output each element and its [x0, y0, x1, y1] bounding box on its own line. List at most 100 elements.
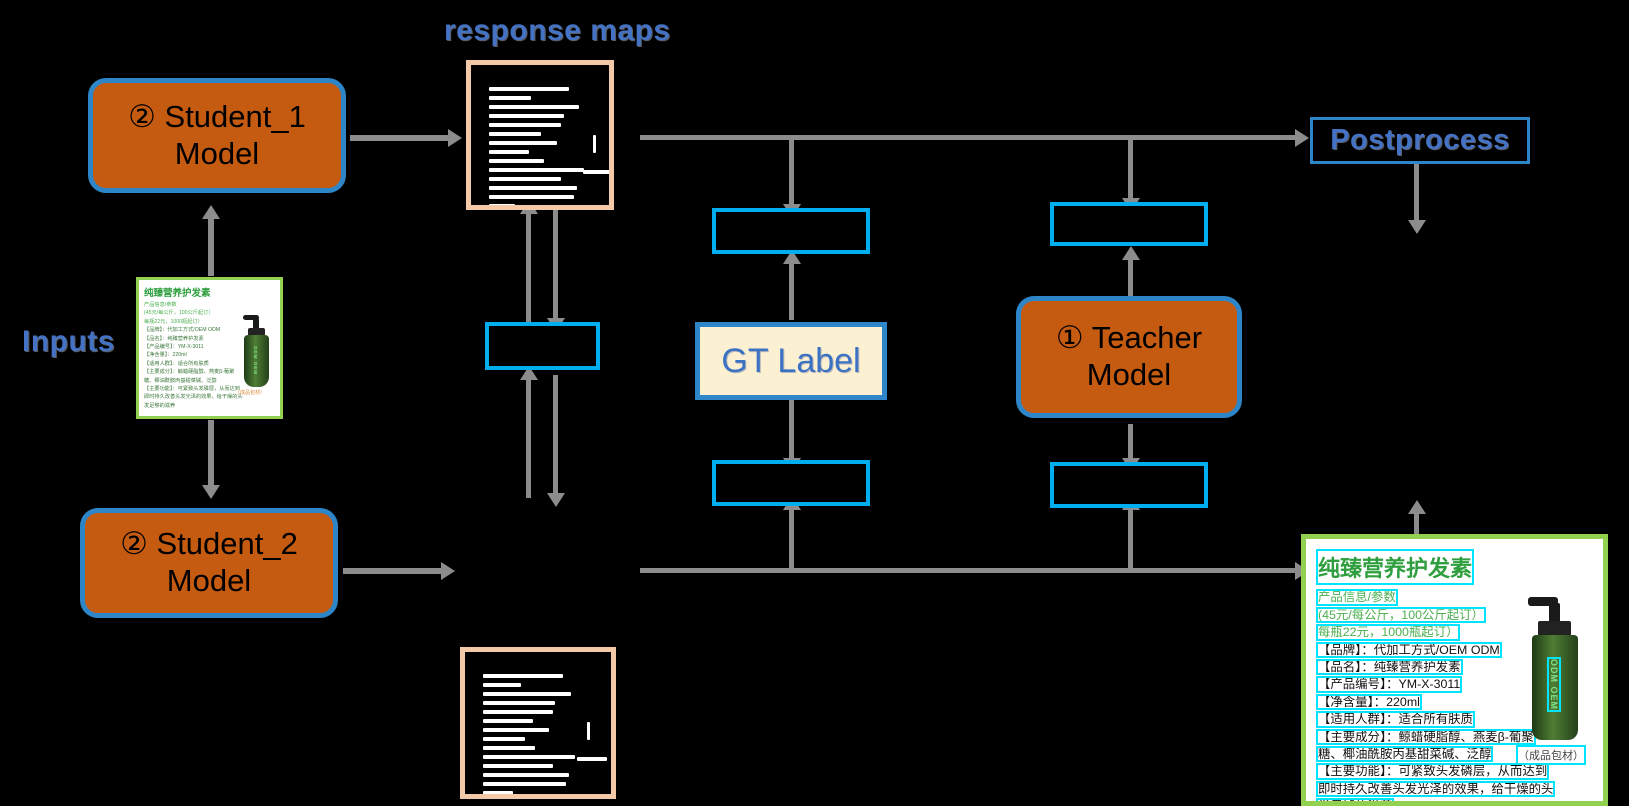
- node-student2-model[interactable]: ② Student_2 Model: [80, 508, 338, 618]
- response-map-mark: [583, 170, 609, 174]
- teacher-label-line2: Model: [1086, 357, 1172, 392]
- student1-label-line2: Model: [174, 135, 260, 171]
- response-map-line: [483, 773, 569, 777]
- arrow-top-postprocess-to-output-head: [1408, 220, 1426, 234]
- output-bottle-pump-icon: [1528, 597, 1558, 606]
- arrow-input-to-student1-shaft: [208, 218, 214, 276]
- arrow-postprocess-to-output-head: [1408, 500, 1426, 514]
- arrow-gt-to-lower-box-shaft: [789, 400, 794, 460]
- arrow-input-to-student1-head: [202, 205, 220, 219]
- arrow-top-postprocess-to-output-shaft: [1414, 164, 1419, 222]
- output-card-line: 即时持久改善头发光泽的效果，给干燥的头: [1315, 780, 1556, 798]
- input-card-line: 产品信息/参数: [144, 302, 177, 308]
- response-map-line: [483, 737, 525, 741]
- output-card-line: 【产品编号】：YM-X-3011: [1315, 676, 1463, 693]
- input-card-caption: （成品包材）: [235, 390, 266, 396]
- arrow-teacher-to-upper-box-head: [1122, 246, 1140, 260]
- output-card-line: 发足够的滋养: [1315, 798, 1395, 801]
- arrow-teacher-to-lower-box-shaft: [1128, 424, 1133, 460]
- student1-label-line1: ② Student_1: [128, 98, 306, 134]
- arrow-topmap-to-postprocess-shaft: [640, 135, 1295, 140]
- response-map-line: [483, 791, 513, 794]
- arrow-student1-to-map-shaft: [350, 135, 448, 141]
- node-teacher-model[interactable]: ① Teacher Model: [1016, 296, 1242, 418]
- output-card-caption: （成品包材）: [1516, 745, 1586, 765]
- response-map-mark: [587, 722, 590, 740]
- response-map-top: [466, 60, 614, 210]
- response-map-line: [489, 105, 579, 109]
- response-map-line: [483, 701, 555, 705]
- output-bottle-cap-icon: [1538, 621, 1571, 636]
- arrow-midleft-down-shaft: [553, 375, 558, 495]
- response-map-line: [489, 123, 561, 127]
- cyan-box-gt-lower[interactable]: [712, 460, 870, 506]
- postprocess-top-text: Postprocess: [1330, 124, 1510, 156]
- output-card-line: 【品名】：纯臻营养护发素: [1316, 658, 1463, 676]
- response-map-line: [483, 719, 533, 723]
- output-card-line: (45元/每公斤，100公斤起订）: [1316, 606, 1486, 624]
- arrow-input-to-student2-shaft: [208, 420, 214, 485]
- response-map-line: [489, 141, 557, 145]
- input-card-line: 发足够的滋养: [144, 402, 176, 409]
- response-map-line: [489, 204, 515, 205]
- arrow-topline-to-gtbox-shaft: [789, 138, 794, 206]
- output-product-card[interactable]: 纯臻营养护发素 产品信息/参数(45元/每公斤，100公斤起订）每瓶22元，10…: [1301, 534, 1608, 806]
- response-map-line: [483, 782, 566, 786]
- output-card-line: 【主要功能】：可紧致头发磷层，从而达到: [1315, 763, 1550, 780]
- input-bottle-pump-icon: [243, 315, 259, 320]
- input-card-line: (45元/每公斤，100公斤起订）: [144, 310, 214, 317]
- cyan-box-teacher-upper[interactable]: [1050, 202, 1208, 246]
- cyan-box-gt-upper[interactable]: [712, 208, 870, 254]
- cyan-box-teacher-lower[interactable]: [1050, 462, 1208, 508]
- label-inputs: Inputs: [22, 325, 115, 358]
- node-postprocess-top[interactable]: Postprocess: [1310, 117, 1530, 164]
- output-card-line: 产品信息/参数: [1316, 589, 1398, 606]
- arrow-bottommap-to-postprocess-shaft: [640, 568, 1295, 573]
- response-map-line: [483, 710, 553, 714]
- input-card-line: 【主要功能】：可紧致头发磷层，从而达到: [144, 385, 240, 392]
- response-map-line: [483, 764, 553, 768]
- node-gt-label[interactable]: GT Label: [695, 322, 887, 400]
- arrow-input-to-student2-head: [202, 485, 220, 499]
- output-card-line: 每瓶22元，1000瓶起订）: [1315, 624, 1461, 641]
- input-card-line: 即时持久改善头发光泽的效果，给干燥的头: [144, 394, 243, 401]
- output-card-line: 【品牌】：代加工方式/OEM ODM: [1316, 641, 1502, 659]
- input-product-card[interactable]: 纯臻营养护发素 产品信息/参数(45元/每公斤，100公斤起订）每瓶22元，10…: [136, 277, 283, 419]
- input-card-line: 【净含量】：220ml: [144, 352, 187, 359]
- output-card-line: 【主要成分】：鲸蜡硬脂醇、燕麦β-葡聚: [1316, 728, 1536, 745]
- response-map-line: [483, 728, 549, 732]
- input-card-line: 【品牌】：代加工方式/OEM ODM: [144, 327, 221, 334]
- response-map-line: [489, 177, 561, 181]
- input-card-title: 纯臻营养护发素: [144, 288, 211, 299]
- arrow-topline-to-teacherbox-shaft: [1128, 138, 1133, 200]
- student2-label-line1: ② Student_2: [120, 526, 298, 562]
- arrow-student2-to-map-shaft: [343, 568, 441, 574]
- input-card-line: 糖、椰油酰胺丙基甜菜碱、泛醇: [144, 377, 217, 384]
- response-map-line: [483, 755, 575, 759]
- response-map-bottom: [460, 647, 616, 799]
- input-card-lines: 产品信息/参数(45元/每公斤，100公斤起订）每瓶22元，1000瓶起订）【品…: [139, 301, 280, 409]
- response-map-line: [489, 114, 564, 118]
- arrow-postprocess-to-output-shaft: [1414, 512, 1419, 554]
- node-student1-model[interactable]: ② Student_1 Model: [88, 78, 346, 193]
- arrow-bottomline-to-gtbox-shaft: [789, 508, 794, 570]
- response-map-line: [489, 87, 569, 91]
- output-card-line: 糖、椰油酰胺丙基甜菜碱、泛醇: [1315, 745, 1494, 763]
- input-bottle-body-icon: [244, 335, 269, 387]
- arrow-student2-to-map-head: [441, 562, 455, 580]
- response-map-line: [489, 150, 529, 154]
- arrow-topmap-to-postprocess-head: [1295, 129, 1309, 147]
- arrow-midleft-down-head: [547, 493, 565, 507]
- response-map-line: [489, 168, 584, 172]
- response-map-line: [483, 674, 563, 678]
- response-map-mark: [593, 135, 596, 153]
- arrow-student1-to-map-head: [448, 129, 462, 147]
- student2-label-line2: Model: [166, 563, 252, 598]
- input-card-line: 【适用人群】：适合所有肤质: [144, 360, 209, 367]
- input-card-line: 【品名】：纯臻营养护发素: [144, 335, 204, 342]
- response-map-line: [489, 159, 544, 163]
- cyan-box-middle-left[interactable]: [485, 322, 600, 370]
- input-bottle-label: ODM OEM: [253, 346, 258, 375]
- input-bottle-neck-icon: [253, 318, 259, 330]
- page-title-response-maps: response maps: [444, 14, 671, 47]
